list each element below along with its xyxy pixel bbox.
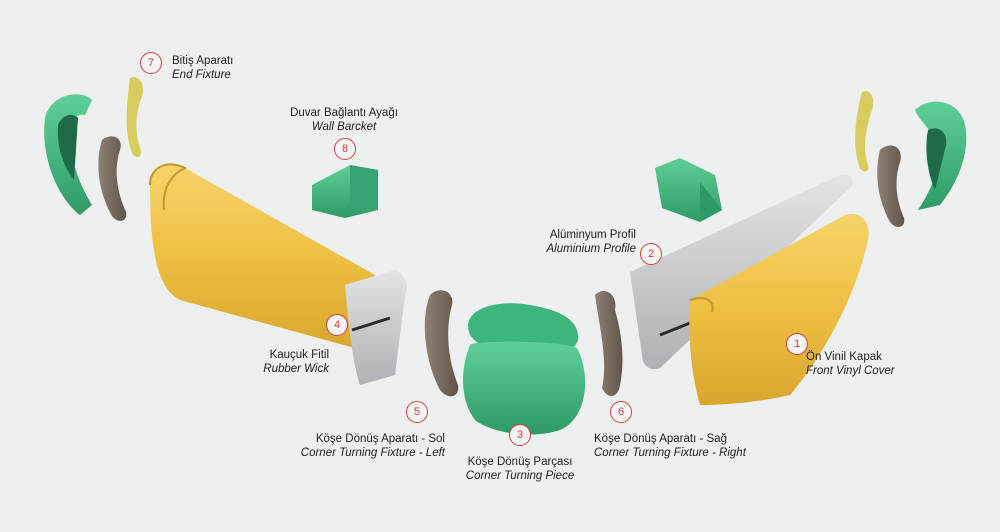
callout-number-8: 8: [334, 138, 356, 160]
label-en: Front Vinyl Cover: [806, 365, 895, 377]
callout-label-end-fixture: Bitiş Aparatı End Fixture: [172, 54, 233, 82]
callout-number-6: 6: [610, 401, 632, 423]
right-end-cap-green: [915, 101, 967, 210]
left-vinyl-cover: [149, 163, 375, 350]
label-tr: Köşe Dönüş Aparatı - Sol: [315, 433, 445, 445]
label-en: End Fixture: [172, 69, 231, 81]
label-tr: Duvar Bağlantı Ayağı: [290, 107, 398, 119]
label-en: Rubber Wick: [263, 363, 329, 375]
callout-label-corner-turning-piece: Köşe Dönüş Parçası Corner Turning Piece: [466, 455, 574, 483]
label-tr: Köşe Dönüş Parçası: [467, 456, 573, 468]
left-end-rubber-brown: [98, 136, 127, 221]
callout-number-4: 4: [326, 314, 348, 336]
right-vinyl-cover: [689, 213, 869, 405]
callout-label-aluminium-profile: Alüminyum Profil Aluminium Profile: [547, 228, 636, 256]
callout-label-wall-bracket: Duvar Bağlantı Ayağı Wall Barcket: [290, 106, 398, 134]
callout-number-5: 5: [406, 401, 428, 423]
corner-fixture-right: [595, 290, 623, 396]
label-en: Corner Turning Fixture - Right: [594, 447, 746, 459]
corner-fixture-left: [424, 290, 459, 397]
label-tr: Alüminyum Profil: [549, 229, 636, 241]
callout-label-corner-fixture-left: Köşe Dönüş Aparatı - Sol Corner Turning …: [301, 432, 445, 460]
callout-label-corner-fixture-right: Köşe Dönüş Aparatı - Sağ Corner Turning …: [594, 432, 746, 460]
callout-number-2: 2: [640, 243, 662, 265]
left-end-fixture-yellow: [126, 77, 144, 158]
label-tr: Bitiş Aparatı: [172, 55, 234, 67]
corner-turning-piece: [463, 303, 586, 435]
label-tr: Kauçuk Fitil: [269, 349, 329, 361]
callout-label-rubber-wick: Kauçuk Fitil Rubber Wick: [263, 348, 329, 376]
label-tr: Köşe Dönüş Aparatı - Sağ: [594, 433, 727, 445]
left-aluminium-profile: [345, 270, 407, 385]
callout-label-front-vinyl-cover: Ön Vinil Kapak Front Vinyl Cover: [806, 350, 895, 378]
right-wall-bracket: [655, 158, 722, 222]
callout-number-7: 7: [140, 52, 162, 74]
label-en: Corner Turning Fixture - Left: [300, 447, 445, 459]
label-en: Aluminium Profile: [546, 243, 636, 255]
label-tr: Ön Vinil Kapak: [806, 351, 882, 363]
callout-number-1: 1: [786, 333, 808, 355]
right-end-fixture-yellow: [855, 91, 874, 172]
label-en: Corner Turning Piece: [465, 470, 575, 482]
label-en: Wall Barcket: [311, 121, 377, 133]
left-end-cap-green: [44, 94, 92, 215]
callout-number-3: 3: [509, 424, 531, 446]
left-wall-bracket: [312, 165, 378, 218]
right-end-rubber-brown: [877, 145, 905, 227]
